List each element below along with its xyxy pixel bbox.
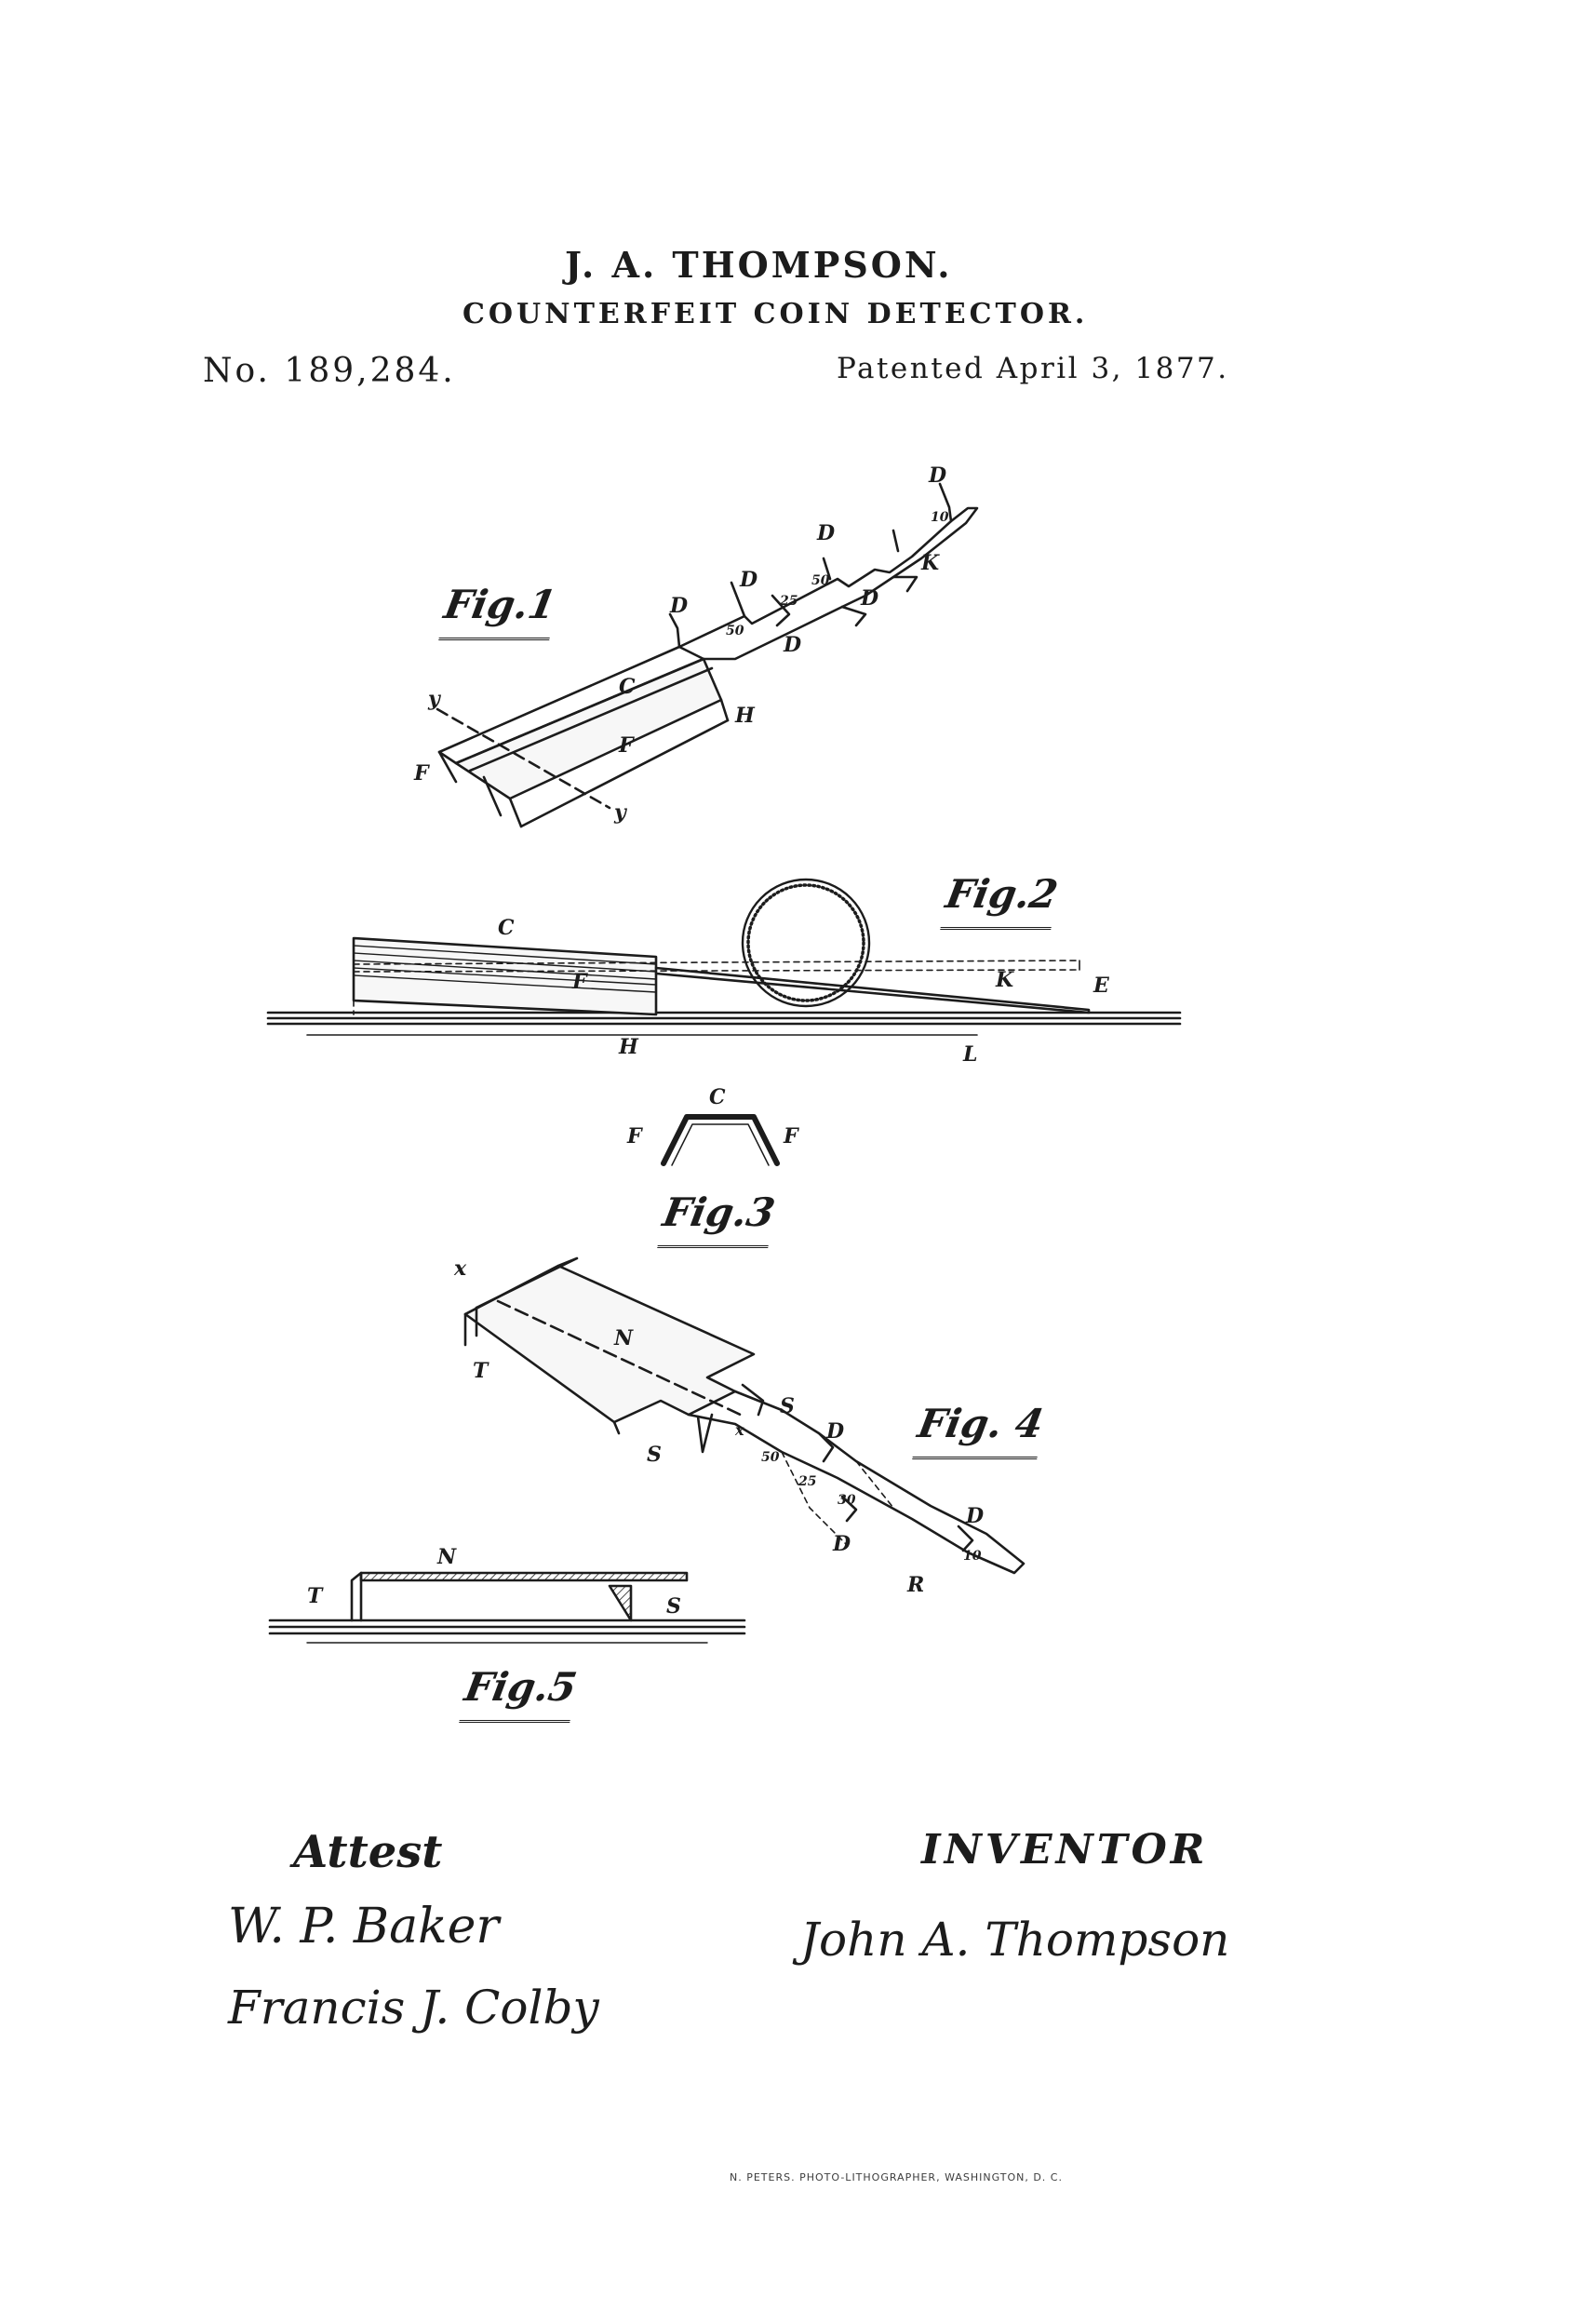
fig5-letter-n: N	[436, 1545, 457, 1569]
fig1-number-10: 10	[931, 510, 949, 525]
fig2-letter-k: K	[995, 968, 1014, 992]
fig4-number-50: 50	[761, 1450, 780, 1465]
fig4-letter-d-2: D	[832, 1532, 851, 1556]
figure-5-reference-letters: N T S	[307, 1545, 681, 1619]
figure-1-drawing	[436, 482, 979, 828]
figure-1-reference-letters: D D D D D D K C F F H y y 50 25 50 10	[413, 463, 949, 825]
figure-2-reference-letters: C F K E H L	[498, 916, 1110, 1067]
figure-4-drawing	[463, 1256, 1026, 1575]
fig4-number-30: 30	[838, 1493, 856, 1508]
lithographer-credit: N. PETERS. PHOTO-LITHOGRAPHER, WASHINGTO…	[730, 2171, 1063, 2183]
fig4-letter-s-2: S	[647, 1443, 662, 1467]
fig1-letter-d-4: D	[816, 521, 835, 545]
fig4-letter-t: T	[473, 1359, 489, 1383]
fig5-label: Fig.5	[461, 1664, 581, 1710]
fig4-letter-d-3: D	[965, 1504, 984, 1528]
fig1-letter-c: C	[619, 675, 636, 699]
fig1-letter-y-1: y	[427, 687, 442, 711]
fig3-letter-c: C	[709, 1085, 726, 1109]
witness-signature-2: Francis J. Colby	[228, 1981, 599, 2035]
attest-heading: Attest	[293, 1826, 443, 1878]
fig4-letter-n: N	[613, 1326, 634, 1350]
fig1-letter-f-1: F	[413, 761, 430, 786]
witness-signature-1: W. P. Baker	[228, 1899, 500, 1955]
fig5-letter-s: S	[666, 1594, 681, 1619]
fig1-letter-k: K	[920, 551, 940, 575]
fig1-number-50: 50	[726, 624, 744, 638]
fig1-letter-h: H	[734, 704, 756, 728]
fig1-letter-d-3: D	[783, 633, 801, 657]
fig4-number-10: 10	[963, 1549, 982, 1564]
fig2-letter-h: H	[618, 1035, 639, 1059]
fig4-letter-x-2: x	[734, 1421, 744, 1439]
fig3-label: Fig.3	[659, 1189, 779, 1235]
figure-3-drawing	[661, 1114, 780, 1166]
fig1-letter-d-1: D	[669, 594, 688, 618]
fig3-letter-f-2: F	[783, 1124, 799, 1149]
inventor-heading: INVENTOR	[921, 1826, 1209, 1874]
inventor-name: J. A. THOMPSON.	[565, 244, 953, 286]
fig1-letter-d-6: D	[928, 463, 946, 488]
fig4-letter-d-1: D	[825, 1419, 844, 1444]
fig5-letter-t: T	[307, 1584, 324, 1608]
fig4-number-25: 25	[798, 1474, 816, 1489]
figure-3-reference-letters: C F F	[626, 1085, 799, 1149]
fig1-letter-f-2: F	[618, 733, 635, 758]
fig1-letter-d-2: D	[739, 568, 757, 592]
fig3-letter-f-1: F	[626, 1124, 643, 1149]
fig2-letter-f: F	[571, 970, 588, 994]
fig2-letter-l: L	[962, 1042, 977, 1067]
fig1-number-25: 25	[779, 594, 798, 609]
patent-number: No. 189,284.	[203, 352, 456, 390]
fig4-letter-r: R	[906, 1573, 924, 1597]
fig2-letter-e: E	[1093, 974, 1110, 998]
fig1-number-50-b: 50	[811, 573, 830, 588]
patent-date: Patented April 3, 1877.	[837, 352, 1229, 385]
patent-title: COUNTERFEIT COIN DETECTOR.	[463, 298, 1089, 330]
fig4-letter-s-1: S	[780, 1394, 795, 1418]
fig1-label: Fig.1	[440, 582, 560, 627]
fig1-letter-d-5: D	[860, 586, 878, 611]
figure-5-drawing	[268, 1571, 746, 1644]
fig4-letter-x-1: x	[453, 1256, 467, 1281]
figure-2-drawing	[266, 878, 1182, 1036]
figure-4-reference-letters: x N T S S D D D R x 50 25 30 10	[453, 1256, 984, 1597]
fig2-label: Fig.2	[942, 871, 1062, 917]
fig2-letter-c: C	[498, 916, 515, 940]
fig4-label: Fig. 4	[914, 1401, 1047, 1446]
fig1-letter-y-2: y	[613, 800, 628, 825]
inventor-signature: John A. Thompson	[800, 1913, 1230, 1967]
